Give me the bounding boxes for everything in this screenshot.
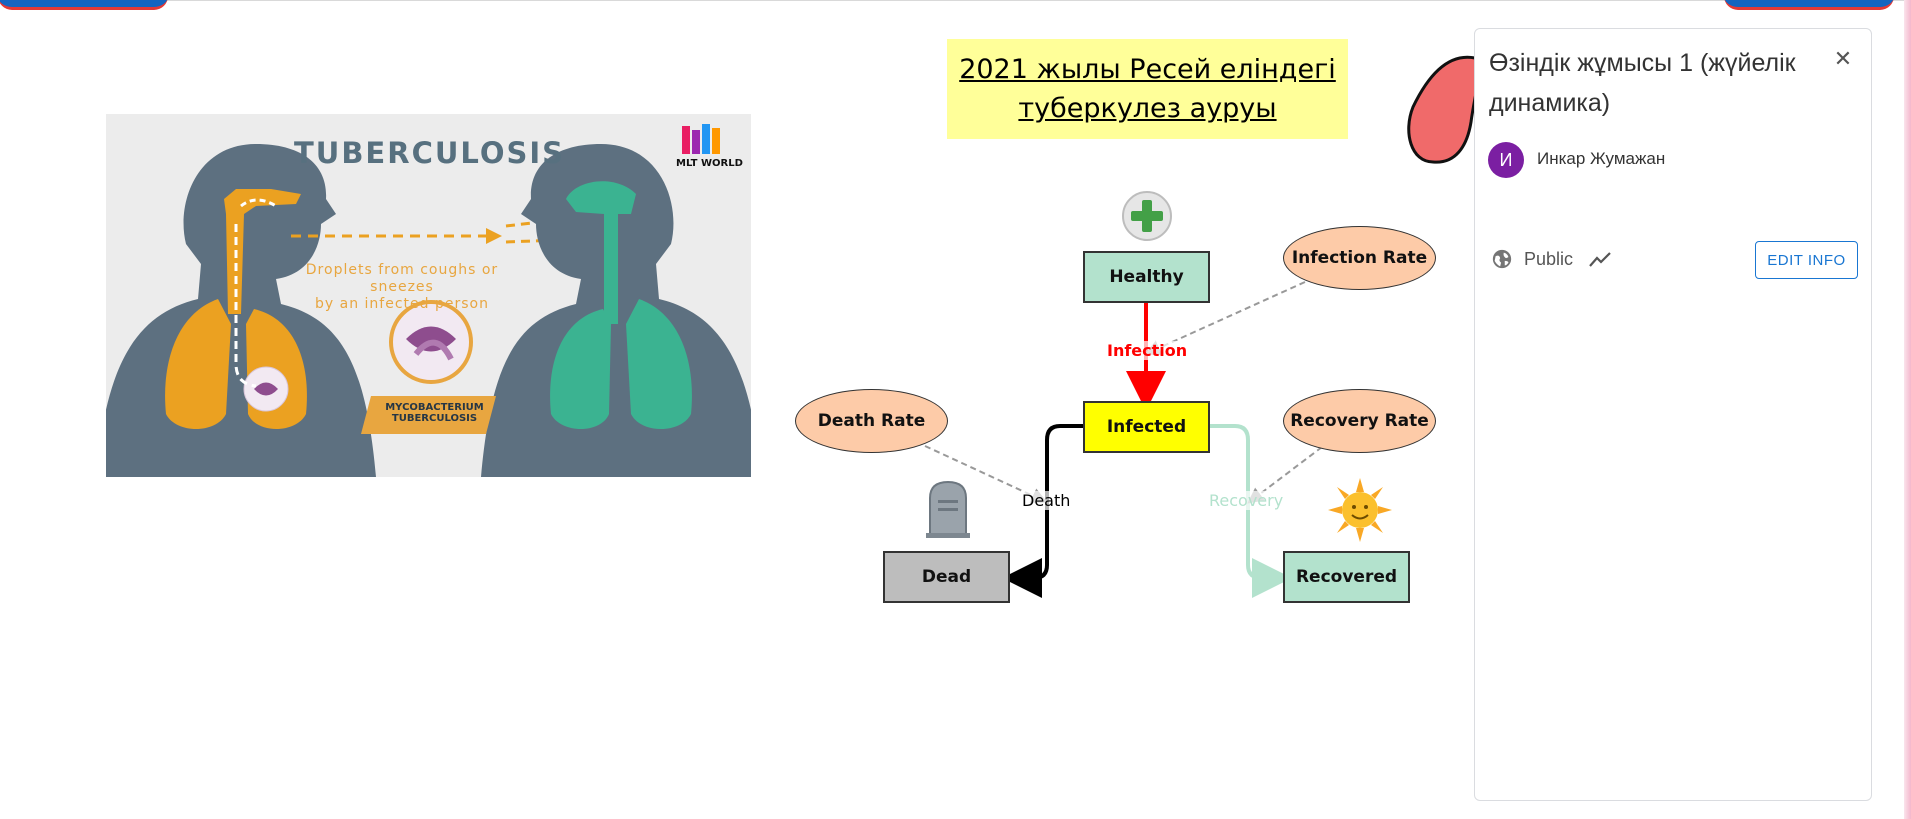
avatar[interactable]: И: [1488, 142, 1524, 178]
healthy-stock[interactable]: Healthy: [1083, 251, 1210, 303]
info-panel: Өзіндік жұмысы 1 (жүйелік динамика) ✕ И …: [1474, 28, 1872, 801]
infected-label: Infected: [1106, 417, 1187, 437]
recovered-stock[interactable]: Recovered: [1283, 551, 1410, 603]
illustration-title: TUBERCULOSIS: [294, 136, 566, 170]
panel-title: Өзіндік жұмысы 1 (жүйелік динамика): [1489, 49, 1796, 117]
infection-rate-link: [1144, 281, 1306, 356]
avatar-letter: И: [1499, 149, 1513, 170]
author-name[interactable]: Инкар Жумажан: [1537, 149, 1666, 168]
globe-icon: [1492, 249, 1512, 269]
healthy-label: Healthy: [1109, 267, 1184, 287]
recovery-flow-label: Recovery: [1209, 491, 1284, 510]
trending-icon[interactable]: [1588, 248, 1612, 270]
books-logo-icon: [682, 124, 720, 154]
lung-icon: [1407, 55, 1480, 164]
recovery-rate-label: Recovery Rate: [1290, 411, 1429, 431]
death-rate-link: [924, 445, 1048, 504]
recovery-rate-variable[interactable]: Recovery Rate: [1283, 389, 1436, 453]
logo-text: MLT WORLD: [676, 158, 743, 169]
dead-label: Dead: [921, 567, 972, 587]
tuberculosis-illustration[interactable]: TUBERCULOSIS Droplets from coughs or sne…: [106, 114, 751, 477]
close-button[interactable]: ✕: [1829, 45, 1857, 73]
diagram-title[interactable]: 2021 жылы Ресей еліндегі туберкулез ауру…: [947, 39, 1348, 139]
infection-rate-variable[interactable]: Infection Rate: [1283, 226, 1436, 290]
infection-flow-label: Infection: [1107, 341, 1188, 360]
death-rate-variable[interactable]: Death Rate: [795, 389, 948, 453]
top-right-button[interactable]: [1724, 0, 1894, 10]
infected-stock[interactable]: Infected: [1083, 401, 1210, 453]
window-edge: [1904, 0, 1911, 819]
infection-rate-label: Infection Rate: [1291, 248, 1428, 268]
edit-info-button[interactable]: EDIT INFO: [1755, 241, 1858, 279]
top-left-button[interactable]: [0, 0, 168, 10]
sun-icon: [1328, 478, 1392, 542]
mycobacterium-label: MYCOBACTERIUM TUBERCULOSIS: [385, 402, 484, 424]
death-flow-label: Death: [1022, 491, 1071, 510]
top-divider: [0, 0, 1911, 1]
plus-icon: [1122, 191, 1172, 241]
tombstone-icon: [926, 480, 970, 538]
visibility-label: Public: [1524, 249, 1574, 269]
dead-stock[interactable]: Dead: [883, 551, 1010, 603]
recovered-label: Recovered: [1295, 567, 1398, 587]
tuberculosis-artwork: [106, 144, 751, 477]
diagram-title-text: 2021 жылы Ресей еліндегі туберкулез ауру…: [959, 54, 1336, 124]
illustration-caption: Droplets from coughs or sneezes by an in…: [305, 262, 499, 312]
close-icon: ✕: [1833, 46, 1853, 72]
death-rate-label: Death Rate: [817, 411, 926, 431]
